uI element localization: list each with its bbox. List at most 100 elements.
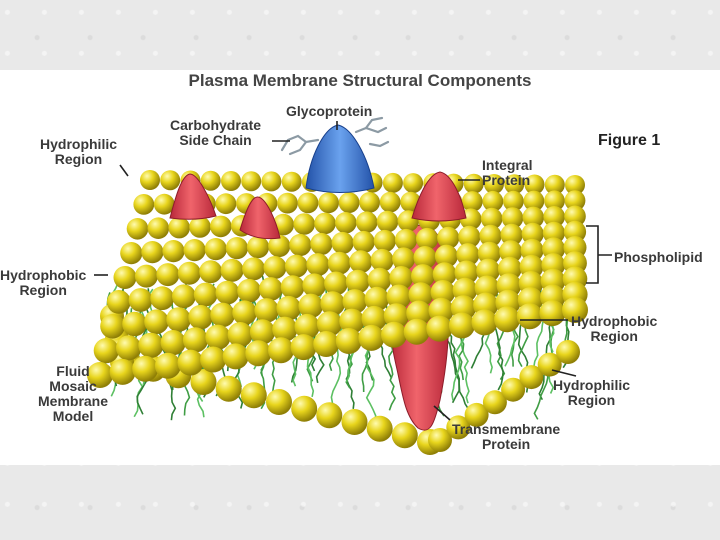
phospholipid-head — [221, 259, 244, 282]
phospholipid-head — [289, 234, 311, 256]
phospholipid-head — [380, 192, 401, 213]
phospholipid-head — [494, 306, 520, 332]
phospholipid-head — [266, 389, 292, 415]
phospholipid-head — [120, 242, 142, 264]
figure-label: Figure 1 — [598, 133, 660, 148]
phospholipid-head — [210, 303, 235, 328]
phospholipid-head — [517, 303, 543, 329]
phospholipid-head — [141, 241, 163, 263]
phospholipid-head — [166, 307, 191, 332]
phospholipid-head — [150, 286, 174, 310]
phospholipid-head — [259, 277, 283, 301]
phospholipid-head — [285, 255, 308, 278]
phospholipid-head — [314, 213, 336, 235]
phospholipid-head — [144, 309, 169, 334]
phospholipid-head — [129, 288, 153, 312]
phospholipid-head — [241, 382, 267, 408]
phospholipid-head — [336, 328, 362, 354]
phospholipid-head — [223, 343, 249, 369]
phospholipid-head — [156, 263, 179, 286]
phospholipid-head — [282, 172, 302, 192]
phospholipid-head — [205, 325, 230, 350]
phospholipid-head — [127, 218, 149, 240]
phospholipid-head — [245, 340, 271, 366]
phospholipid-head — [242, 257, 265, 280]
phospholipid-head — [261, 171, 281, 191]
label-hydrophobic-region-right: HydrophobicRegion — [571, 314, 657, 344]
label-phospholipid: Phospholipid — [614, 250, 703, 265]
phospholipid-head — [237, 279, 261, 303]
phospholipid-head — [358, 325, 384, 351]
phospholipid-head — [426, 316, 452, 342]
phospholipid-head — [114, 266, 137, 289]
phospholipid-head — [277, 193, 298, 214]
phospholipid-head — [254, 298, 279, 323]
phospholipid-head — [133, 194, 154, 215]
phospholipid-head — [313, 331, 339, 357]
phospholipid-head — [392, 422, 418, 448]
phospholipid-head — [216, 376, 242, 402]
phospholipid-head — [349, 250, 372, 273]
phospholipid-head — [353, 231, 375, 253]
phospholipid-head — [306, 253, 329, 276]
phospholipid-head — [148, 217, 170, 239]
label-glycoprotein: Glycoprotein — [286, 104, 372, 119]
phospholipid-head — [318, 192, 339, 213]
label-carbohydrate-side-chain: CarbohydrateSide Chain — [170, 118, 261, 148]
phospholipid-head — [107, 290, 131, 314]
phospholipid-head — [381, 322, 407, 348]
figure-panel: Plasma Membrane Structural Components Fi… — [0, 70, 720, 465]
diagram-title: Plasma Membrane Structural Components — [0, 73, 720, 88]
phospholipid-head — [205, 238, 227, 260]
phospholipid-head — [216, 193, 237, 214]
phospholipid-head — [168, 217, 190, 239]
phospholipid-head — [332, 232, 354, 254]
label-transmembrane-protein: TransmembraneProtein — [452, 422, 560, 452]
phospholipid-head — [184, 239, 206, 261]
phospholipid-head — [291, 334, 317, 360]
phospholipid-head — [403, 173, 423, 193]
phospholipid-head — [449, 313, 475, 339]
phospholipid-head — [298, 193, 319, 214]
phospholipid-head — [135, 265, 158, 288]
phospholipid-head — [356, 211, 378, 233]
phospholipid-head — [291, 396, 317, 422]
phospholipid-head — [161, 330, 186, 355]
phospholipid-head — [310, 233, 332, 255]
phospholipid-head — [247, 236, 269, 258]
phospholipid-head — [232, 300, 257, 325]
phospholipid-head — [194, 283, 218, 307]
phospholipid-head — [316, 402, 342, 428]
phospholipid-head — [116, 335, 141, 360]
phospholipid-head — [324, 272, 348, 296]
phospholipid-head — [293, 213, 315, 235]
phospholipid-head — [328, 252, 351, 275]
phospholipid-head — [228, 322, 253, 347]
phospholipid-head — [210, 216, 232, 238]
phospholipid-head — [94, 338, 119, 363]
phospholipid-head — [359, 192, 380, 213]
phospholipid-head — [250, 319, 275, 344]
phospholipid-head — [160, 170, 180, 190]
phospholipid-head — [383, 173, 403, 193]
phospholipid-head — [281, 275, 305, 299]
phospholipid-head — [162, 240, 184, 262]
phospholipid-head — [241, 171, 261, 191]
phospholipid-head — [199, 260, 222, 283]
phospholipid-head — [140, 170, 160, 190]
leader-phospholipid — [586, 226, 612, 283]
leader-hydrophilic-top — [120, 165, 128, 176]
phospholipid-head — [342, 409, 368, 435]
phospholipid-head — [178, 262, 201, 285]
phospholipid-head — [155, 353, 181, 379]
phospholipid-head — [138, 333, 163, 358]
phospholipid-head — [216, 281, 240, 305]
phospholipid-head — [464, 174, 484, 194]
phospholipid-head — [377, 211, 399, 233]
phospholipid-head — [539, 300, 565, 326]
phospholipid-head — [172, 284, 196, 308]
phospholipid-head — [302, 273, 326, 297]
